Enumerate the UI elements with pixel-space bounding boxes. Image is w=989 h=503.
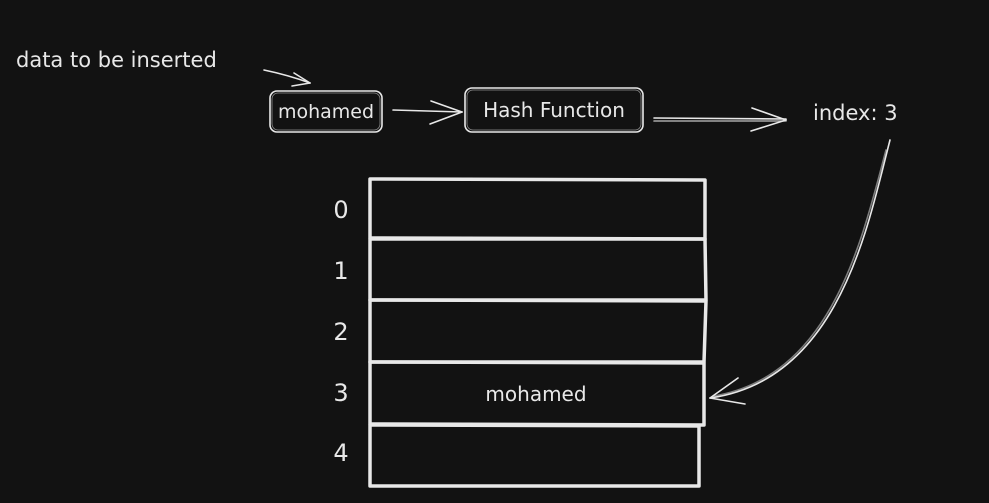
input-to-hash-arrow (392, 100, 463, 125)
table-row-3: 3 mohamed (333, 360, 706, 427)
input-key-label: mohamed (278, 101, 374, 123)
table-row-4: 4 (333, 423, 701, 488)
index-to-slot-arrow (709, 139, 891, 405)
table-row-2: 2 (333, 298, 708, 364)
cell-value: mohamed (485, 382, 586, 406)
row-index-label: 3 (333, 379, 348, 407)
table-cell (368, 423, 701, 488)
caption-arrow (263, 69, 311, 87)
table-row-1: 1 (333, 237, 708, 302)
index-result-label: index: 3 (813, 101, 898, 125)
hash-to-index-arrow (653, 107, 787, 132)
row-index-label: 1 (333, 257, 348, 285)
hash-table: 0 1 2 3 mohamed 4 (333, 177, 708, 488)
row-index-label: 2 (333, 318, 348, 346)
hash-function-box: Hash Function (464, 87, 644, 133)
table-cell (368, 177, 707, 241)
input-key-box: mohamed (269, 90, 383, 133)
table-row-0: 0 (333, 177, 707, 241)
table-cell (368, 360, 706, 427)
hash-function-label: Hash Function (483, 98, 625, 122)
caption-label: data to be inserted (16, 48, 217, 72)
table-cell (368, 298, 708, 364)
row-index-label: 0 (333, 196, 348, 224)
table-cell (368, 237, 708, 302)
row-index-label: 4 (333, 439, 348, 467)
